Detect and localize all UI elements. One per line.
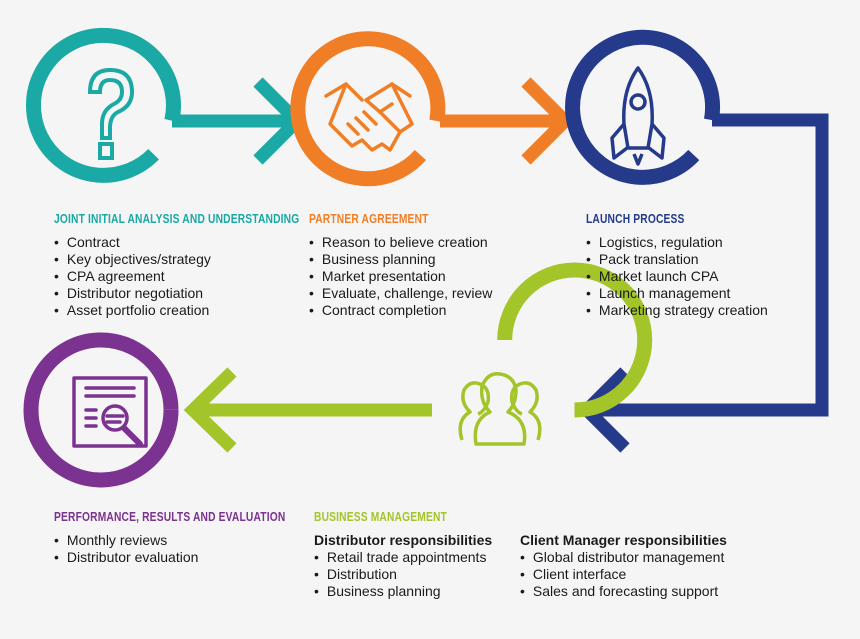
arrow-navy-loop — [592, 113, 829, 417]
stage-rings — [23, 27, 721, 488]
list-item: Pack translation — [586, 251, 768, 268]
group-heading-distributor: Distributor responsibilities — [314, 532, 493, 548]
stage-list-client-manager: Global distributor management Client int… — [520, 549, 724, 600]
list-item: Contract — [54, 234, 211, 251]
handshake-icon — [324, 82, 414, 152]
list-item: Asset portfolio creation — [54, 302, 211, 319]
list-item: Distributor evaluation — [54, 549, 199, 566]
list-item: Sales and forecasting support — [520, 583, 724, 600]
list-item: Monthly reviews — [54, 532, 198, 549]
group-heading-client-manager: Client Manager responsibilities — [520, 532, 727, 548]
list-item: Reason to believe creation — [309, 234, 492, 251]
ring-partner-agreement — [290, 31, 446, 187]
stage-title-launch-process: LAUNCH PROCESS — [586, 212, 685, 226]
people-group-icon — [458, 372, 542, 446]
question-mark-icon — [87, 67, 135, 160]
stage-list-joint-analysis: Contract Key objectives/strategy CPA agr… — [54, 234, 211, 319]
list-item: Distributor negotiation — [54, 285, 211, 302]
ring-performance — [23, 332, 179, 488]
stage-title-performance: PERFORMANCE, RESULTS AND EVALUATION — [54, 510, 286, 524]
stage-title-partner-agreement: PARTNER AGREEMENT — [309, 212, 429, 226]
list-item: Launch management — [586, 285, 768, 302]
list-item: Key objectives/strategy — [54, 251, 211, 268]
arrow-head-lime — [183, 367, 237, 453]
document-magnifier-icon — [72, 376, 148, 448]
list-item: Market presentation — [309, 268, 492, 285]
list-item: Business planning — [309, 251, 492, 268]
stage-title-joint-analysis: JOINT INITIAL ANALYSIS AND UNDERSTANDING — [54, 212, 300, 226]
list-item: Retail trade appointments — [314, 549, 487, 566]
list-item: Distribution — [314, 566, 486, 583]
stage-list-partner-agreement: Reason to believe creation Business plan… — [309, 234, 492, 319]
list-item: Client interface — [520, 566, 724, 583]
ring-launch-process — [565, 29, 721, 185]
list-item: Logistics, regulation — [586, 234, 768, 251]
list-item: Global distributor management — [520, 549, 724, 566]
stage-list-launch-process: Logistics, regulation Pack translation M… — [586, 234, 768, 319]
list-item: CPA agreement — [54, 268, 211, 285]
list-item: Marketing strategy creation — [586, 302, 768, 319]
list-item: Business planning — [314, 583, 486, 600]
list-item: Contract completion — [309, 302, 492, 319]
stage-title-business-management: BUSINESS MANAGEMENT — [314, 510, 447, 524]
rocket-icon — [610, 66, 666, 166]
list-item: Evaluate, challenge, review — [309, 285, 492, 302]
stage-list-distributor: Retail trade appointments Distribution B… — [314, 549, 487, 600]
stage-list-performance: Monthly reviews Distributor evaluation — [54, 532, 199, 566]
ring-joint-analysis — [25, 27, 181, 183]
arrow-head-orange — [521, 77, 575, 165]
list-item: Market launch CPA — [586, 268, 768, 285]
